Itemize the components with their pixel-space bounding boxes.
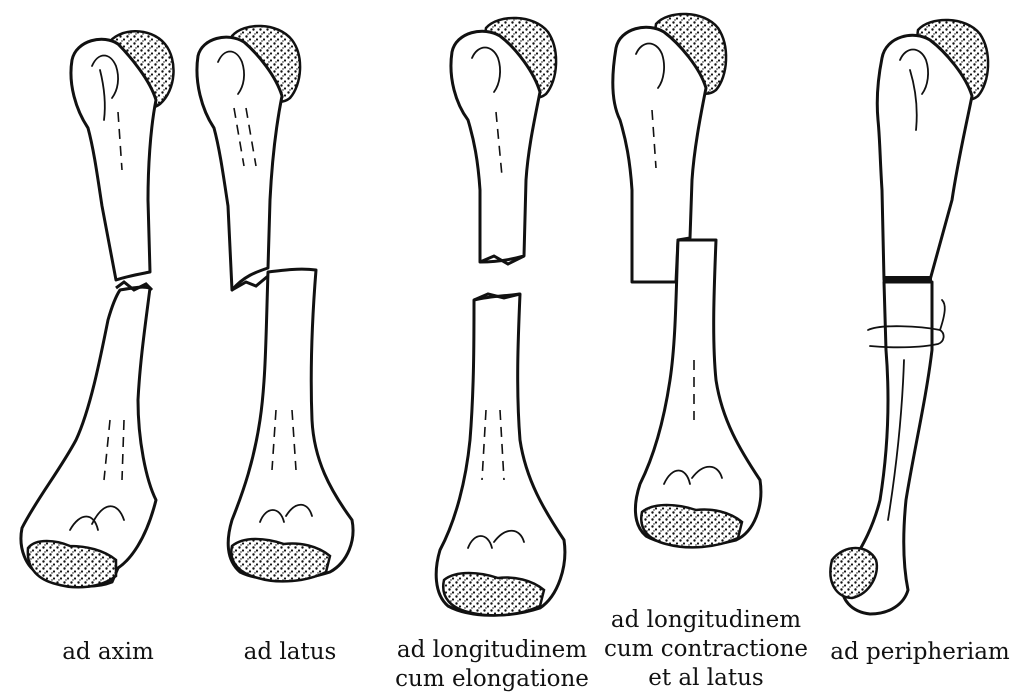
caption-line: cum contractione [596, 635, 816, 664]
caption-ad-peripheriam: ad peripheriam [830, 638, 1010, 667]
caption-ad-longitudinem-elongatione: ad longitudinem cum elongatione [392, 636, 592, 694]
bone-ad-peripheriam [830, 20, 988, 614]
bone-ad-longitudinem-contractione [613, 14, 761, 547]
bone-ad-longitudinem-elongatione [436, 18, 565, 615]
upper-fragment [71, 39, 156, 280]
caption-ad-latus: ad latus [210, 638, 370, 667]
caption-line: ad longitudinem [392, 636, 592, 665]
caption-line: cum elongatione [392, 665, 592, 694]
caption-line: ad longitudinem [596, 606, 816, 635]
caption-ad-axim: ad axim [28, 638, 188, 667]
caption-line: ad peripheriam [830, 638, 1010, 667]
caption-line: et al latus [596, 664, 816, 693]
caption-line: ad latus [210, 638, 370, 667]
bone-ad-latus [197, 26, 353, 581]
bone-ad-axim [21, 31, 174, 587]
caption-line: ad axim [28, 638, 188, 667]
caption-ad-longitudinem-contractione: ad longitudinem cum contractione et al l… [596, 606, 816, 693]
